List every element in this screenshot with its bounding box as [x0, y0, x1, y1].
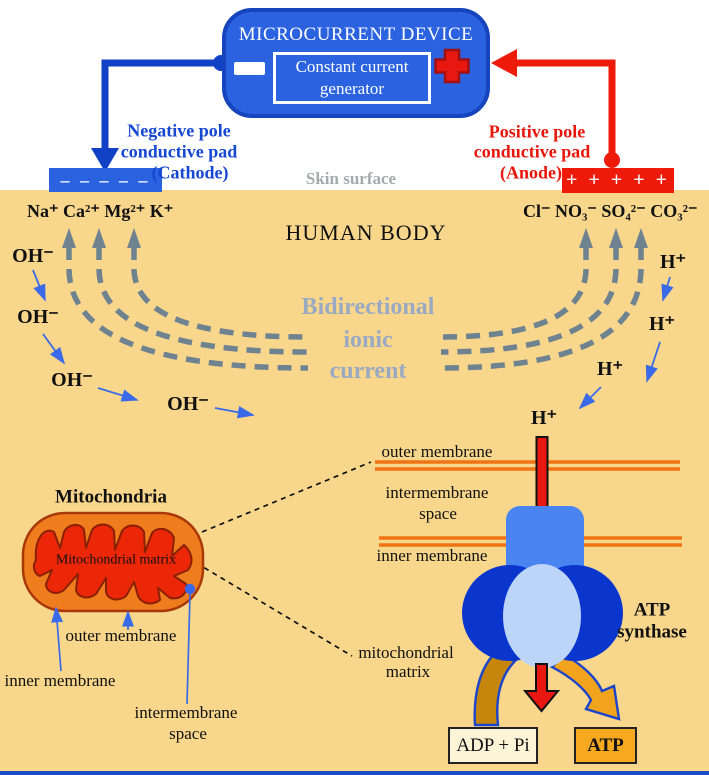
cathode-wire-line — [101, 59, 224, 150]
atp-synthase-label-line1: ATP — [633, 599, 671, 621]
mito-intermembrane-label-line2: space — [169, 723, 207, 743]
proton-label-4: H⁺ — [530, 407, 558, 430]
anode-wire-arrowhead — [491, 49, 517, 77]
device-title: MICROCURRENT DEVICE — [238, 24, 474, 45]
bottom-border — [0, 771, 709, 775]
adp-box: ADP + Pi — [448, 727, 538, 764]
ionic-current-arrowheads — [62, 228, 648, 248]
ionic-current-curve-right-outer — [440, 246, 644, 371]
view-intermembrane-label-line2: space — [419, 503, 457, 523]
constant-current-generator-box: Constant current generator — [273, 52, 431, 104]
atp-output-arrow — [549, 653, 621, 721]
mitochondria-label-pointers — [51, 593, 191, 705]
ionic-current-arrowhead — [609, 228, 623, 248]
intermembrane-space-pointer-dot — [184, 583, 196, 595]
view-matrix-label-line1: mitochondrial — [358, 642, 454, 662]
proton-channel — [535, 436, 549, 518]
ionic-current-curve-left-outer — [66, 246, 309, 371]
adp-box-label: ADP + Pi — [456, 734, 530, 756]
ionic-current-arrowhead — [62, 228, 76, 248]
mito-outer-membrane-label: outer membrane — [65, 625, 177, 645]
ionic-current-curve-left-inner — [131, 246, 309, 340]
proton-label-2: H⁺ — [648, 313, 676, 336]
adp-input-arrow — [473, 652, 518, 727]
plus-icon — [434, 48, 470, 84]
view-inner-membrane-label: inner membrane — [376, 545, 488, 565]
anode-pad-symbols: + + + + + — [566, 169, 670, 191]
ionic-current-arrowhead — [634, 228, 648, 248]
ionic-current-curve-right-middle — [440, 246, 619, 355]
proton-flow-arrow — [522, 663, 561, 713]
mitochondria-title: Mitochondria — [55, 486, 167, 508]
view-outer-membrane-label: outer membrane — [381, 441, 493, 461]
proton-arrow-2 — [645, 341, 661, 383]
generator-label-line1: Constant current — [295, 57, 409, 76]
zoom-connector-top — [201, 461, 372, 533]
mitochondrial-matrix-shape — [32, 523, 193, 605]
mito-inner-membrane-label: inner membrane — [4, 670, 116, 690]
hydroxide-arrow-4 — [214, 406, 255, 419]
hydroxide-arrow-1 — [32, 269, 46, 302]
mitochondrial-matrix-label: Mitochondrial matrix — [55, 552, 177, 568]
inner-membrane-pointer — [51, 606, 64, 672]
anions-label: Cl⁻ NO₃⁻ SO₄²⁻ CO₃²⁻ — [523, 201, 698, 221]
proton-arrow-3 — [578, 386, 602, 410]
generator-label-line2: generator — [319, 79, 385, 98]
ion-path-arrows — [32, 269, 674, 419]
intermembrane-space-pointer — [186, 593, 191, 705]
synthase-f1-core — [503, 564, 581, 668]
ionic-current-curves — [66, 246, 644, 371]
minus-icon — [234, 62, 265, 75]
mito-intermembrane-label-line1: intermembrane — [134, 702, 238, 722]
cathode-wire-arrowhead — [91, 148, 119, 172]
cations-label: Na⁺ Ca²⁺ Mg²⁺ K⁺ — [27, 201, 174, 221]
atp-box-label: ATP — [587, 734, 624, 756]
hydroxide-arrow-2 — [42, 333, 66, 365]
atp-box: ATP — [574, 727, 637, 764]
ionic-current-curve-left-middle — [96, 246, 309, 355]
ionic-current-curve-right-inner — [440, 246, 589, 340]
zoom-connector-lines — [187, 461, 372, 657]
zoom-connector-bottom — [187, 557, 353, 657]
ionic-current-arrowhead — [92, 228, 106, 248]
anode-wire-terminal-dot — [604, 152, 620, 168]
cathode-pad-symbols: – – – – – — [60, 169, 151, 190]
view-matrix-label-line2: matrix — [385, 661, 431, 681]
hydroxide-arrow-3 — [97, 387, 139, 402]
anode-label-line2: conductive pad — [473, 141, 591, 162]
anode-wire-line — [498, 59, 616, 158]
cathode-label-line1: Negative pole — [127, 120, 231, 141]
anode-pad: + + + + + — [562, 168, 674, 193]
ionic-current-label-line2: ionic — [343, 327, 393, 354]
proton-label-1: H⁺ — [659, 251, 687, 274]
cathode-pad: – – – – – — [49, 168, 162, 192]
skin-surface-label: Skin surface — [305, 168, 397, 188]
proton-label-3: H⁺ — [596, 358, 624, 381]
cathode-label-line3: (Cathode) — [151, 162, 229, 183]
hydroxide-label-2: OH⁻ — [17, 306, 59, 329]
hydroxide-label-4: OH⁻ — [167, 393, 209, 416]
view-intermembrane-label-line1: intermembrane — [385, 482, 489, 502]
ionic-current-label-line1: Bidirectional — [301, 294, 435, 321]
microcurrent-device: MICROCURRENT DEVICE Constant current gen… — [222, 8, 490, 118]
hydroxide-label-1: OH⁻ — [12, 245, 54, 268]
cathode-label-line2: conductive pad — [120, 141, 238, 162]
ionic-current-arrowhead — [579, 228, 593, 248]
ionic-current-label-line3: current — [329, 358, 407, 385]
anode-wire — [491, 49, 620, 168]
anode-label-line1: Positive pole — [488, 121, 586, 142]
proton-arrow-1 — [661, 276, 674, 302]
anode-label-line3: (Anode) — [500, 162, 562, 183]
synthase-fo-unit — [506, 506, 584, 586]
hydroxide-label-3: OH⁻ — [51, 369, 93, 392]
ionic-current-arrowhead — [127, 228, 141, 248]
atp-synthase-label-line2: synthase — [617, 621, 687, 643]
human-body-title: HUMAN BODY — [285, 220, 447, 246]
